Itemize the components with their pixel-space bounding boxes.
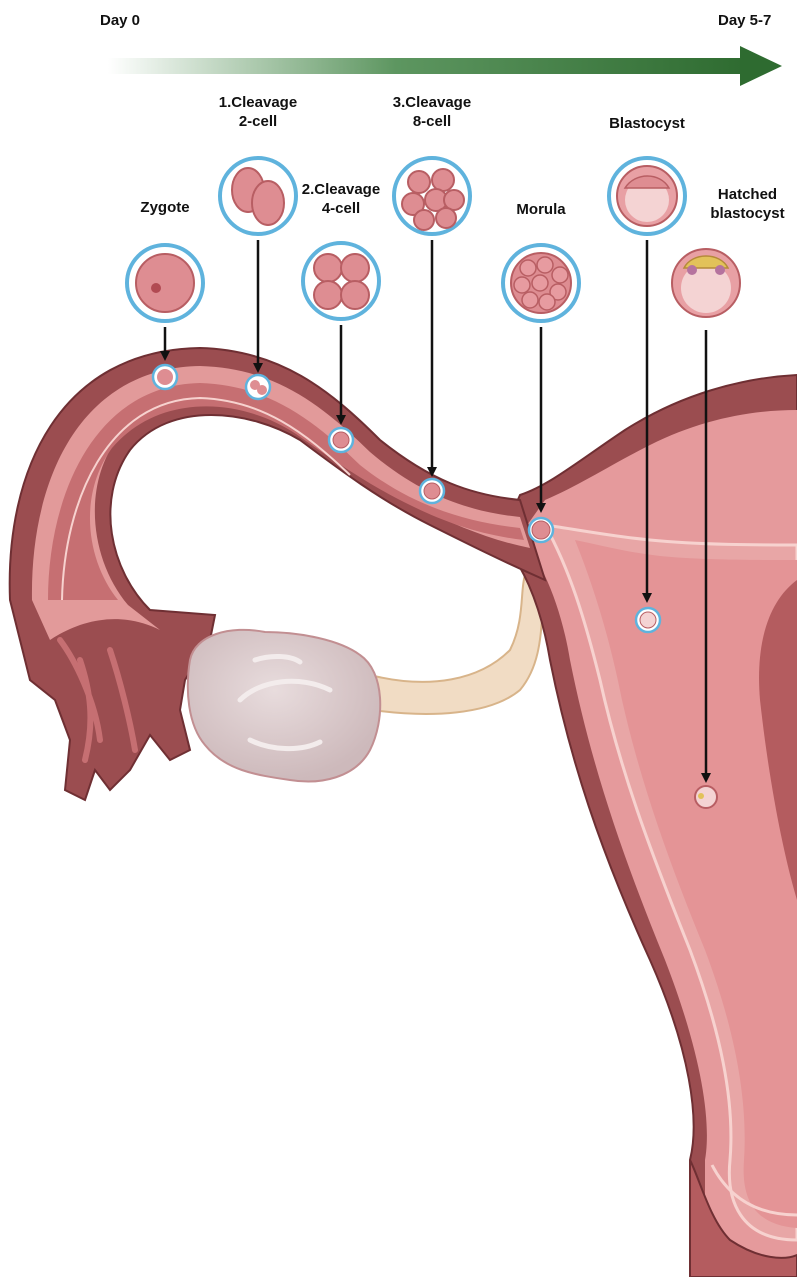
timeline-start-label: Day 0 bbox=[100, 11, 140, 30]
cleavage-2-cell-label: 1.Cleavage 2-cell bbox=[208, 93, 308, 131]
zygote-icon bbox=[127, 245, 203, 321]
cleavage-8-cell-label: 3.Cleavage 8-cell bbox=[382, 93, 482, 131]
timeline-arrow bbox=[108, 46, 782, 86]
four-cell-embryo-icon bbox=[303, 243, 379, 319]
cleavage-4-cell-label: 2.Cleavage 4-cell bbox=[291, 180, 391, 218]
hatched-blastocyst-label: Hatched blastocyst bbox=[700, 185, 795, 223]
morula-label: Morula bbox=[501, 200, 581, 219]
morula-icon bbox=[503, 245, 579, 321]
zygote-label: Zygote bbox=[125, 198, 205, 217]
broad-ligament bbox=[370, 575, 545, 714]
ovary bbox=[188, 630, 380, 782]
two-cell-embryo-icon bbox=[220, 158, 296, 234]
hatched-blastocyst-icon bbox=[672, 249, 740, 317]
timeline-end-label: Day 5-7 bbox=[718, 11, 771, 30]
blastocyst-label: Blastocyst bbox=[597, 114, 697, 133]
blastocyst-icon bbox=[609, 158, 685, 234]
eight-cell-embryo-icon bbox=[394, 158, 470, 234]
uterus bbox=[500, 375, 797, 1277]
